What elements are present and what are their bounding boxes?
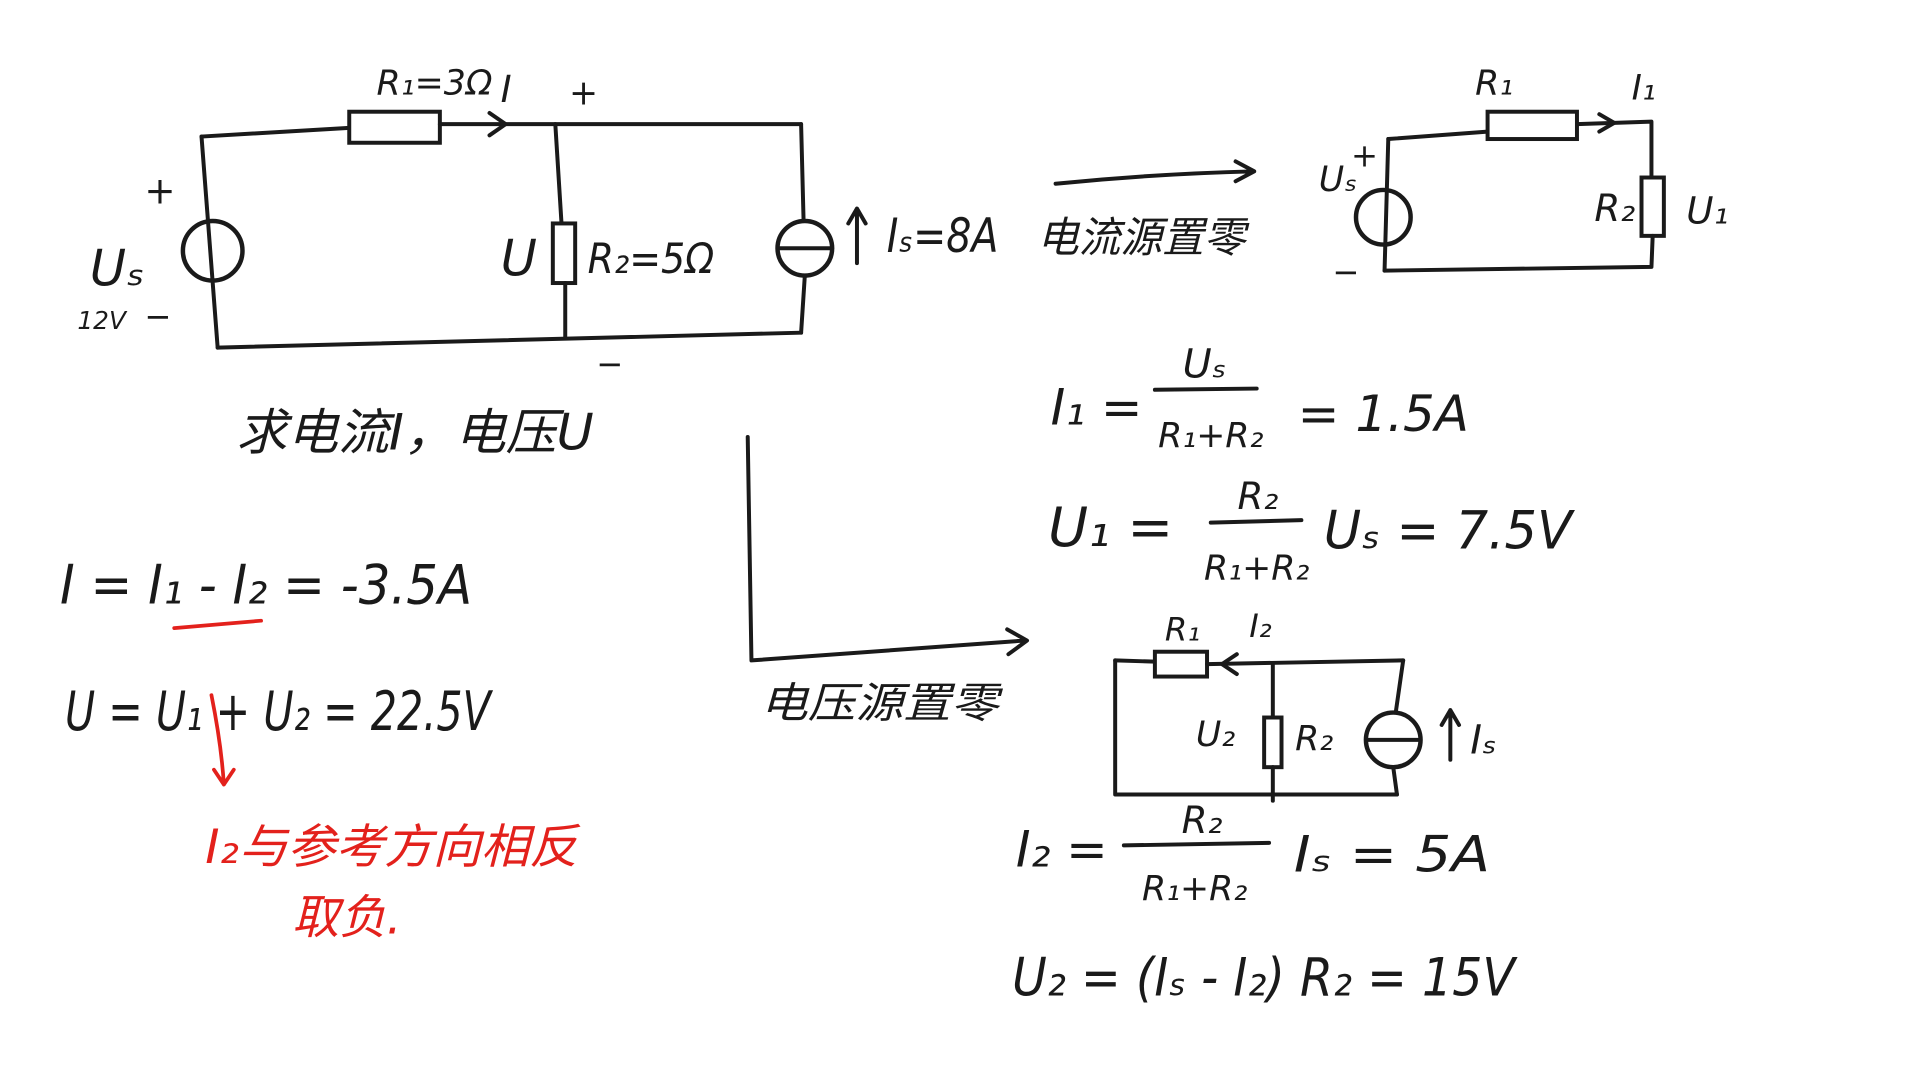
sub1-r1-label: R₁: [1475, 63, 1513, 103]
wire-left: [199, 134, 220, 350]
eq-i2-denominator: R₁+R₂: [1142, 869, 1247, 909]
sub2-current-arrow: [1219, 652, 1239, 677]
sub1-wire-top-right: [1574, 119, 1654, 180]
arrow-voltage-source-zeroed: [745, 434, 1030, 663]
sub2-resistor-r2: [1262, 715, 1284, 770]
sub1-r2-label: R₂: [1594, 186, 1635, 230]
voltage-source-zeroed-step: 电压源置零 R₁ I₂ U₂ R₂ Iₛ I₂ = R₂ R₁+R₂: [745, 434, 1518, 1009]
note-line-1: I₂与参考方向相反: [205, 820, 580, 875]
equation-i2: I₂ = R₂ R₁+R₂ Iₛ = 5A: [1016, 798, 1490, 909]
sub2-wire-top-left: [1113, 658, 1157, 664]
subcircuit-2: R₁ I₂ U₂ R₂ Iₛ: [1113, 607, 1497, 803]
source-us-label: Uₛ: [90, 240, 145, 298]
eq-i1-rhs: = 1.5A: [1298, 385, 1469, 443]
sub2-i2-label: I₂: [1249, 607, 1272, 645]
sub1-wire-bottom: [1382, 233, 1655, 273]
eq-i1-lhs: I₁ =: [1051, 379, 1143, 437]
eq-u1-numerator: R₂: [1238, 474, 1279, 518]
sub1-voltage-source: [1353, 187, 1413, 247]
eq-i2-rhs: Iₛ = 5A: [1294, 825, 1490, 883]
resistor-r1: [347, 109, 442, 145]
eq-i2-fraction-bar: [1121, 840, 1272, 848]
current-source-is-label: Iₛ=8A: [887, 209, 999, 264]
wire-middle-top: [553, 122, 564, 226]
source-value-label: 12V: [77, 306, 128, 335]
sub2-wire-top-right: [1205, 658, 1406, 667]
sub2-current-source-arrow-up: [1439, 708, 1462, 762]
r2-label: R₂=5Ω: [588, 234, 715, 283]
eq-u-total: U = U₁ + U₂ = 22.5V: [65, 679, 494, 743]
sub1-resistor-r2: [1639, 175, 1666, 238]
equation-i1: I₁ = Uₛ R₁+R₂ = 1.5A: [1051, 341, 1469, 456]
main-circuit: R₁=3Ω I + + Uₛ 12V − U R₂=5Ω Iₛ=8A − 求电流…: [77, 63, 998, 461]
resistor-r2: [550, 221, 578, 286]
sub1-us-label: Uₛ: [1319, 160, 1357, 200]
question-text: 求电流I，电压U: [236, 403, 594, 461]
voltage-source-us: [180, 218, 245, 283]
source-minus-label: −: [144, 298, 171, 336]
arrow-current-source-zeroed: [1053, 159, 1257, 186]
equation-u1: U₁ = R₂ R₁+R₂ Uₛ = 7.5V: [1048, 474, 1575, 589]
sub2-is-label: Iₛ: [1470, 718, 1497, 764]
sub2-wire-right-top: [1393, 658, 1406, 715]
sub2-r2-label: R₂: [1295, 719, 1333, 759]
wire-bottom: [215, 330, 804, 350]
current-i-label: I: [501, 67, 512, 111]
source-plus-label: +: [144, 169, 175, 213]
eq-u1-fraction-bar: [1208, 518, 1304, 525]
sub2-wire-right-bottom: [1391, 765, 1399, 797]
current-arrow-i: [487, 110, 508, 138]
sub2-r1-label: R₁: [1165, 611, 1200, 649]
current-source-arrow-up: [846, 206, 868, 266]
voltage-minus-label: −: [596, 345, 623, 383]
node-plus-label: +: [569, 73, 598, 113]
eq-i1-numerator: Uₛ: [1183, 341, 1227, 387]
sub1-wire-left: [1382, 137, 1391, 273]
eq-u2: U₂ = (Iₛ - I₂) R₂ = 15V: [1012, 949, 1518, 1009]
wire-right-bottom: [799, 273, 807, 335]
eq-i1-fraction-bar: [1152, 386, 1259, 392]
eq-u1-lhs: U₁ =: [1048, 495, 1173, 559]
wire-top-left: [199, 125, 352, 139]
voltage-u-label: U: [501, 230, 537, 288]
eq-u1-denominator: R₁+R₂: [1204, 549, 1309, 589]
r1-label: R₁=3Ω: [377, 63, 493, 103]
eq-i2-lhs: I₂ =: [1016, 820, 1108, 878]
note-line-2: 取负.: [292, 891, 401, 946]
subcircuit-1: R₁ I₁ Uₛ + − R₂ U₁: [1319, 63, 1729, 291]
eq-i2-numerator: R₂: [1182, 798, 1223, 842]
voltage-source-zeroed-label: 电压源置零: [760, 679, 1004, 728]
sub2-resistor-r1: [1152, 649, 1210, 679]
i2-underline: [172, 618, 263, 630]
sub2-u2-label: U₂: [1196, 715, 1235, 755]
sub1-current-arrow: [1597, 112, 1617, 134]
eq-i1-denominator: R₁+R₂: [1158, 416, 1263, 456]
sub1-minus-label: −: [1332, 253, 1359, 291]
sub1-resistor-r1: [1485, 109, 1579, 142]
current-source-zeroed-step: 电流源置零 R₁ I₁ Uₛ + − R₂ U₁ I₁ = Uₛ R₁+R₂ =…: [1037, 63, 1728, 588]
note-arrow: [209, 693, 236, 787]
eq-u1-rhs: Uₛ = 7.5V: [1324, 502, 1576, 562]
sub1-plus-label: +: [1351, 136, 1378, 174]
sub1-i1-label: I₁: [1632, 68, 1656, 108]
wire-right-top: [799, 122, 806, 223]
sub1-u1-label: U₁: [1686, 188, 1728, 232]
sub1-wire-top-left: [1386, 129, 1490, 142]
sub2-wire-left-bottom: [1113, 658, 1399, 797]
superposition-result: I = I₁ - I₂ = -3.5A U = U₁ + U₂ = 22.5V …: [60, 552, 581, 945]
current-source-zeroed-label: 电流源置零: [1037, 213, 1250, 262]
eq-i-total: I = I₁ - I₂ = -3.5A: [60, 552, 472, 616]
